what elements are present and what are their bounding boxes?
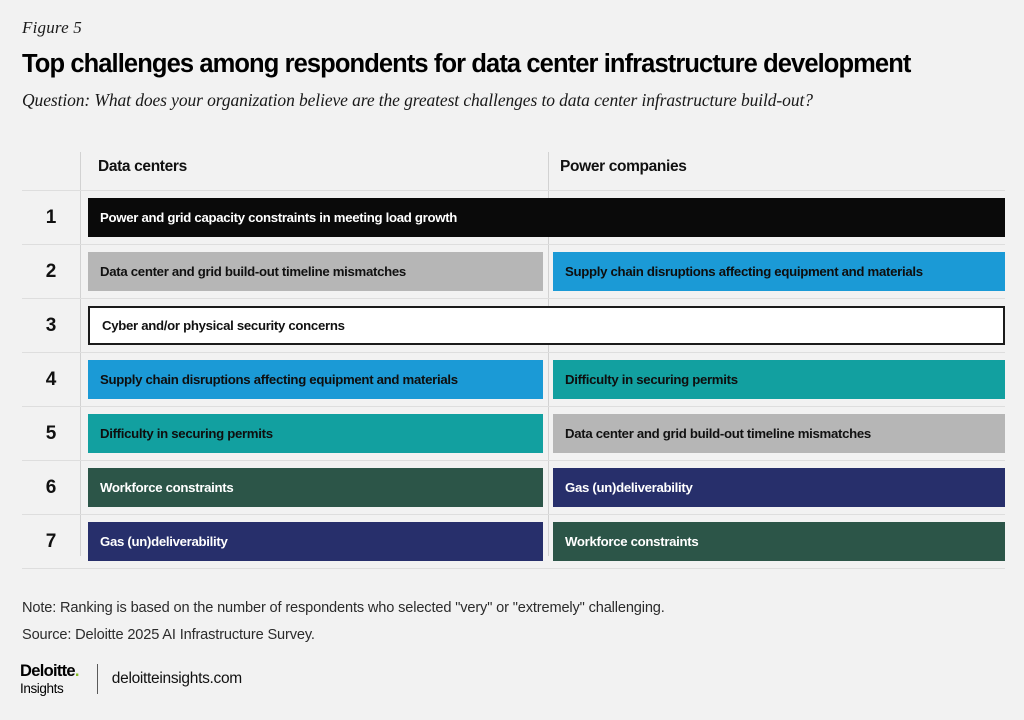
logo-deloitte-wordmark: Deloitte. xyxy=(20,663,79,680)
logo-deloitte-text: Deloitte xyxy=(20,662,76,680)
challenge-bar-power-companies[interactable]: Supply chain disruptions affecting equip… xyxy=(553,252,1005,291)
footnotes: Note: Ranking is based on the number of … xyxy=(22,600,1002,654)
column-divider xyxy=(548,152,549,556)
logo-mark: Deloitte. Insights xyxy=(20,663,79,695)
challenge-bar-full[interactable]: Power and grid capacity constraints in m… xyxy=(88,198,1005,237)
table-row: 1 Power and grid capacity constraints in… xyxy=(22,190,1005,244)
table-row: 7 Gas (un)deliverability Workforce const… xyxy=(22,514,1005,568)
challenge-label: Workforce constraints xyxy=(565,534,699,549)
challenge-label: Difficulty in securing permits xyxy=(565,372,738,387)
table-row: 2 Data center and grid build-out timelin… xyxy=(22,244,1005,298)
challenge-bar-data-centers[interactable]: Data center and grid build-out timeline … xyxy=(88,252,543,291)
challenge-label: Gas (un)deliverability xyxy=(565,480,693,495)
logo-green-dot: . xyxy=(74,662,80,680)
rank-cell: 6 xyxy=(45,477,57,498)
challenge-label: Gas (un)deliverability xyxy=(100,534,228,549)
challenge-bar-power-companies[interactable]: Data center and grid build-out timeline … xyxy=(553,414,1005,453)
rank-cell: 7 xyxy=(45,531,57,552)
challenge-label: Data center and grid build-out timeline … xyxy=(100,264,406,279)
table-bottom-rule xyxy=(22,568,1005,569)
challenge-label: Supply chain disruptions affecting equip… xyxy=(100,372,458,387)
challenges-table: Data centers Power companies 1 Power and… xyxy=(22,150,1005,569)
page-title: Top challenges among respondents for dat… xyxy=(22,50,911,78)
logo-divider xyxy=(96,664,98,694)
challenge-bar-power-companies[interactable]: Difficulty in securing permits xyxy=(553,360,1005,399)
challenge-bar-data-centers[interactable]: Difficulty in securing permits xyxy=(88,414,543,453)
table-row: 4 Supply chain disruptions affecting equ… xyxy=(22,352,1005,406)
rank-column-divider xyxy=(80,152,81,556)
challenge-label: Supply chain disruptions affecting equip… xyxy=(565,264,923,279)
rank-cell: 4 xyxy=(45,369,57,390)
challenge-label: Workforce constraints xyxy=(100,480,234,495)
table-header-row: Data centers Power companies xyxy=(22,150,1005,190)
challenge-bar-data-centers[interactable]: Gas (un)deliverability xyxy=(88,522,543,561)
challenge-label: Power and grid capacity constraints in m… xyxy=(100,210,458,225)
challenge-label: Cyber and/or physical security concerns xyxy=(102,318,345,333)
rank-cell: 1 xyxy=(45,207,57,228)
challenge-label: Difficulty in securing permits xyxy=(100,426,273,441)
challenge-bar-power-companies[interactable]: Workforce constraints xyxy=(553,522,1005,561)
rank-cell: 3 xyxy=(45,315,57,336)
table-row: 3 Cyber and/or physical security concern… xyxy=(22,298,1005,352)
challenge-bar-data-centers[interactable]: Supply chain disruptions affecting equip… xyxy=(88,360,543,399)
table-row: 5 Difficulty in securing permits Data ce… xyxy=(22,406,1005,460)
source-text: Source: Deloitte 2025 AI Infrastructure … xyxy=(22,627,315,643)
challenge-bar-power-companies[interactable]: Gas (un)deliverability xyxy=(553,468,1005,507)
figure-question: Question: What does your organization be… xyxy=(22,90,813,110)
logo-insights-text: Insights xyxy=(20,680,64,696)
column-header-data-centers: Data centers xyxy=(98,158,187,175)
deloitte-insights-logo: Deloitte. Insights deloitteinsights.com xyxy=(20,663,242,695)
figure-label: Figure 5 xyxy=(22,18,82,37)
rank-cell: 2 xyxy=(45,261,57,282)
column-header-power-companies: Power companies xyxy=(560,158,687,175)
note-text: Note: Ranking is based on the number of … xyxy=(22,600,665,616)
logo-url[interactable]: deloitteinsights.com xyxy=(111,670,242,687)
rank-cell: 5 xyxy=(45,423,57,444)
table-row: 6 Workforce constraints Gas (un)delivera… xyxy=(22,460,1005,514)
challenge-label: Data center and grid build-out timeline … xyxy=(565,426,871,441)
challenge-bar-full[interactable]: Cyber and/or physical security concerns xyxy=(88,306,1005,345)
challenge-bar-data-centers[interactable]: Workforce constraints xyxy=(88,468,543,507)
